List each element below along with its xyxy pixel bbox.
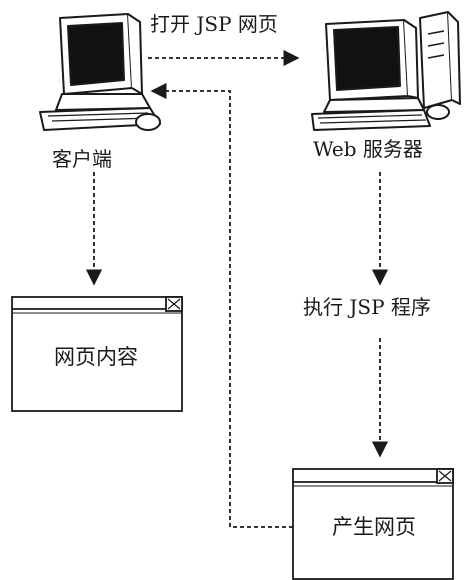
generate-page-label: 产生网页 (332, 515, 416, 539)
request-label: 打开 JSP 网页 (150, 12, 278, 36)
execute-jsp-label: 执行 JSP 程序 (303, 295, 431, 319)
client-computer-icon (39, 13, 161, 131)
server-label: Web 服务器 (313, 137, 423, 161)
webpage-content-window (11, 296, 183, 412)
server-computer-icon (311, 11, 461, 131)
client-label: 客户端 (52, 147, 112, 171)
generate-page-window (292, 468, 454, 580)
return-arrow (150, 82, 293, 528)
webpage-content-label: 网页内容 (54, 345, 138, 369)
